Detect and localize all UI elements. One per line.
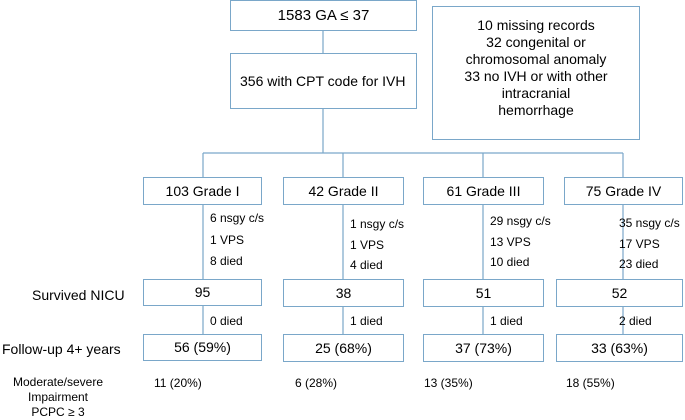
grade-box: 61 Grade III xyxy=(423,177,544,205)
cpt-text: 356 with CPT code for IVH xyxy=(240,72,406,89)
outcome-value: 11 (20%) xyxy=(154,376,202,390)
event-nsgy: 6 nsgy c/s xyxy=(210,211,265,225)
row-label-followup: Follow-up 4+ years xyxy=(2,341,121,357)
event-nsgy: 29 nsgy c/s xyxy=(490,214,551,228)
followup-box: 33 (63%) xyxy=(556,334,683,362)
followup-box: 37 (73%) xyxy=(423,334,544,362)
followup-count: 37 (73%) xyxy=(455,339,512,356)
outcome-value: 6 (28%) xyxy=(295,376,338,390)
survived-count: 95 xyxy=(194,284,211,301)
followup-count: 56 (59%) xyxy=(174,339,231,356)
exclusion-line: hemorrhage xyxy=(498,102,574,118)
event-died: 1 died xyxy=(350,314,383,328)
followup-box: 25 (68%) xyxy=(283,334,404,362)
event-vps: 17 VPS xyxy=(619,237,660,251)
survived-box: 52 xyxy=(556,279,683,307)
event-nsgy: 35 nsgy c/s xyxy=(619,216,680,230)
grade-label: 75 Grade IV xyxy=(585,182,662,199)
event-vps: 1 VPS xyxy=(350,238,385,252)
event-died: 23 died xyxy=(619,257,659,271)
event-vps: 1 VPS xyxy=(210,233,245,247)
survived-box: 51 xyxy=(423,279,544,307)
outcome-value: 13 (35%) xyxy=(424,376,473,390)
event-died: 10 died xyxy=(490,255,530,269)
followup-box: 56 (59%) xyxy=(143,334,262,361)
exclusion-line: intracranial xyxy=(501,85,571,101)
exclusion-line: 33 no IVH or with other xyxy=(464,68,608,84)
survived-count: 38 xyxy=(335,284,352,301)
event-died: 2 died xyxy=(619,314,652,328)
survived-count: 52 xyxy=(611,284,628,301)
grade-box: 103 Grade I xyxy=(143,177,262,205)
event-died: 8 died xyxy=(210,254,243,268)
event-vps: 13 VPS xyxy=(490,235,531,249)
event-died: 1 died xyxy=(490,314,523,328)
cpt-box: 356 with CPT code for IVH xyxy=(230,53,417,109)
event-died: 0 died xyxy=(210,314,243,328)
exclusion-line: 10 missing records xyxy=(477,17,595,33)
total-box: 1583 GA ≤ 37 xyxy=(230,0,417,31)
followup-count: 25 (68%) xyxy=(315,339,372,356)
grade-label: 61 Grade III xyxy=(446,182,521,199)
exclusion-line: chromosomal anomaly xyxy=(465,51,607,67)
outcome-value: 18 (55%) xyxy=(566,376,615,390)
outcome-label: Moderate/severe Impairment PCPC ≥ 3 xyxy=(8,375,108,420)
event-died: 4 died xyxy=(350,258,383,272)
exclusion-line: 32 congenital or xyxy=(486,34,586,50)
survived-box: 95 xyxy=(143,279,262,306)
survived-box: 38 xyxy=(283,279,404,307)
grade-label: 42 Grade II xyxy=(308,182,379,199)
grade-box: 75 Grade IV xyxy=(564,177,683,205)
survived-count: 51 xyxy=(475,284,492,301)
total-text: 1583 GA ≤ 37 xyxy=(277,6,370,24)
grade-box: 42 Grade II xyxy=(283,177,404,205)
grade-label: 103 Grade I xyxy=(165,182,240,199)
exclusion-box: 10 missing records 32 congenital or chro… xyxy=(432,6,640,140)
outcome-label-line: Impairment xyxy=(27,390,89,404)
followup-count: 33 (63%) xyxy=(591,339,648,356)
event-nsgy: 1 nsgy c/s xyxy=(350,217,405,231)
row-label-survived: Survived NICU xyxy=(32,287,125,303)
outcome-label-line: Moderate/severe xyxy=(12,375,104,389)
outcome-label-line: PCPC ≥ 3 xyxy=(31,405,85,419)
